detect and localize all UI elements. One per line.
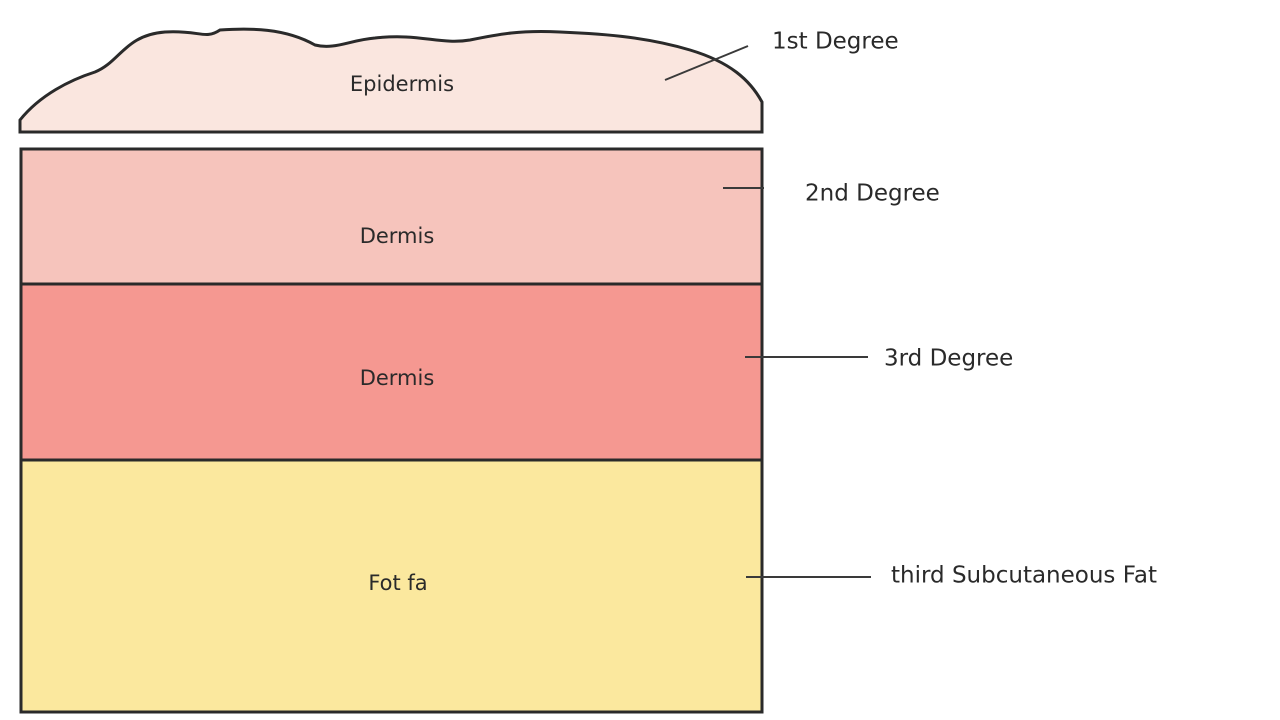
first-degree-leader-line	[664, 45, 749, 81]
subcutaneous-label: third Subcutaneous Fat	[891, 563, 1157, 589]
second-degree-label: 2nd Degree	[805, 181, 940, 207]
dermis-lower-layer	[19, 282, 764, 462]
third-degree-label: 3rd Degree	[884, 346, 1013, 372]
fat-label: Fot fa	[368, 571, 427, 595]
first-degree-label: 1st Degree	[772, 29, 899, 55]
epidermis-label: Epidermis	[350, 72, 454, 96]
dermis-lower-label: Dermis	[360, 366, 435, 390]
epidermis-layer	[18, 27, 764, 134]
dermis-upper-layer	[19, 147, 764, 286]
fat-layer	[19, 458, 764, 714]
dermis-upper-label: Dermis	[360, 224, 435, 248]
